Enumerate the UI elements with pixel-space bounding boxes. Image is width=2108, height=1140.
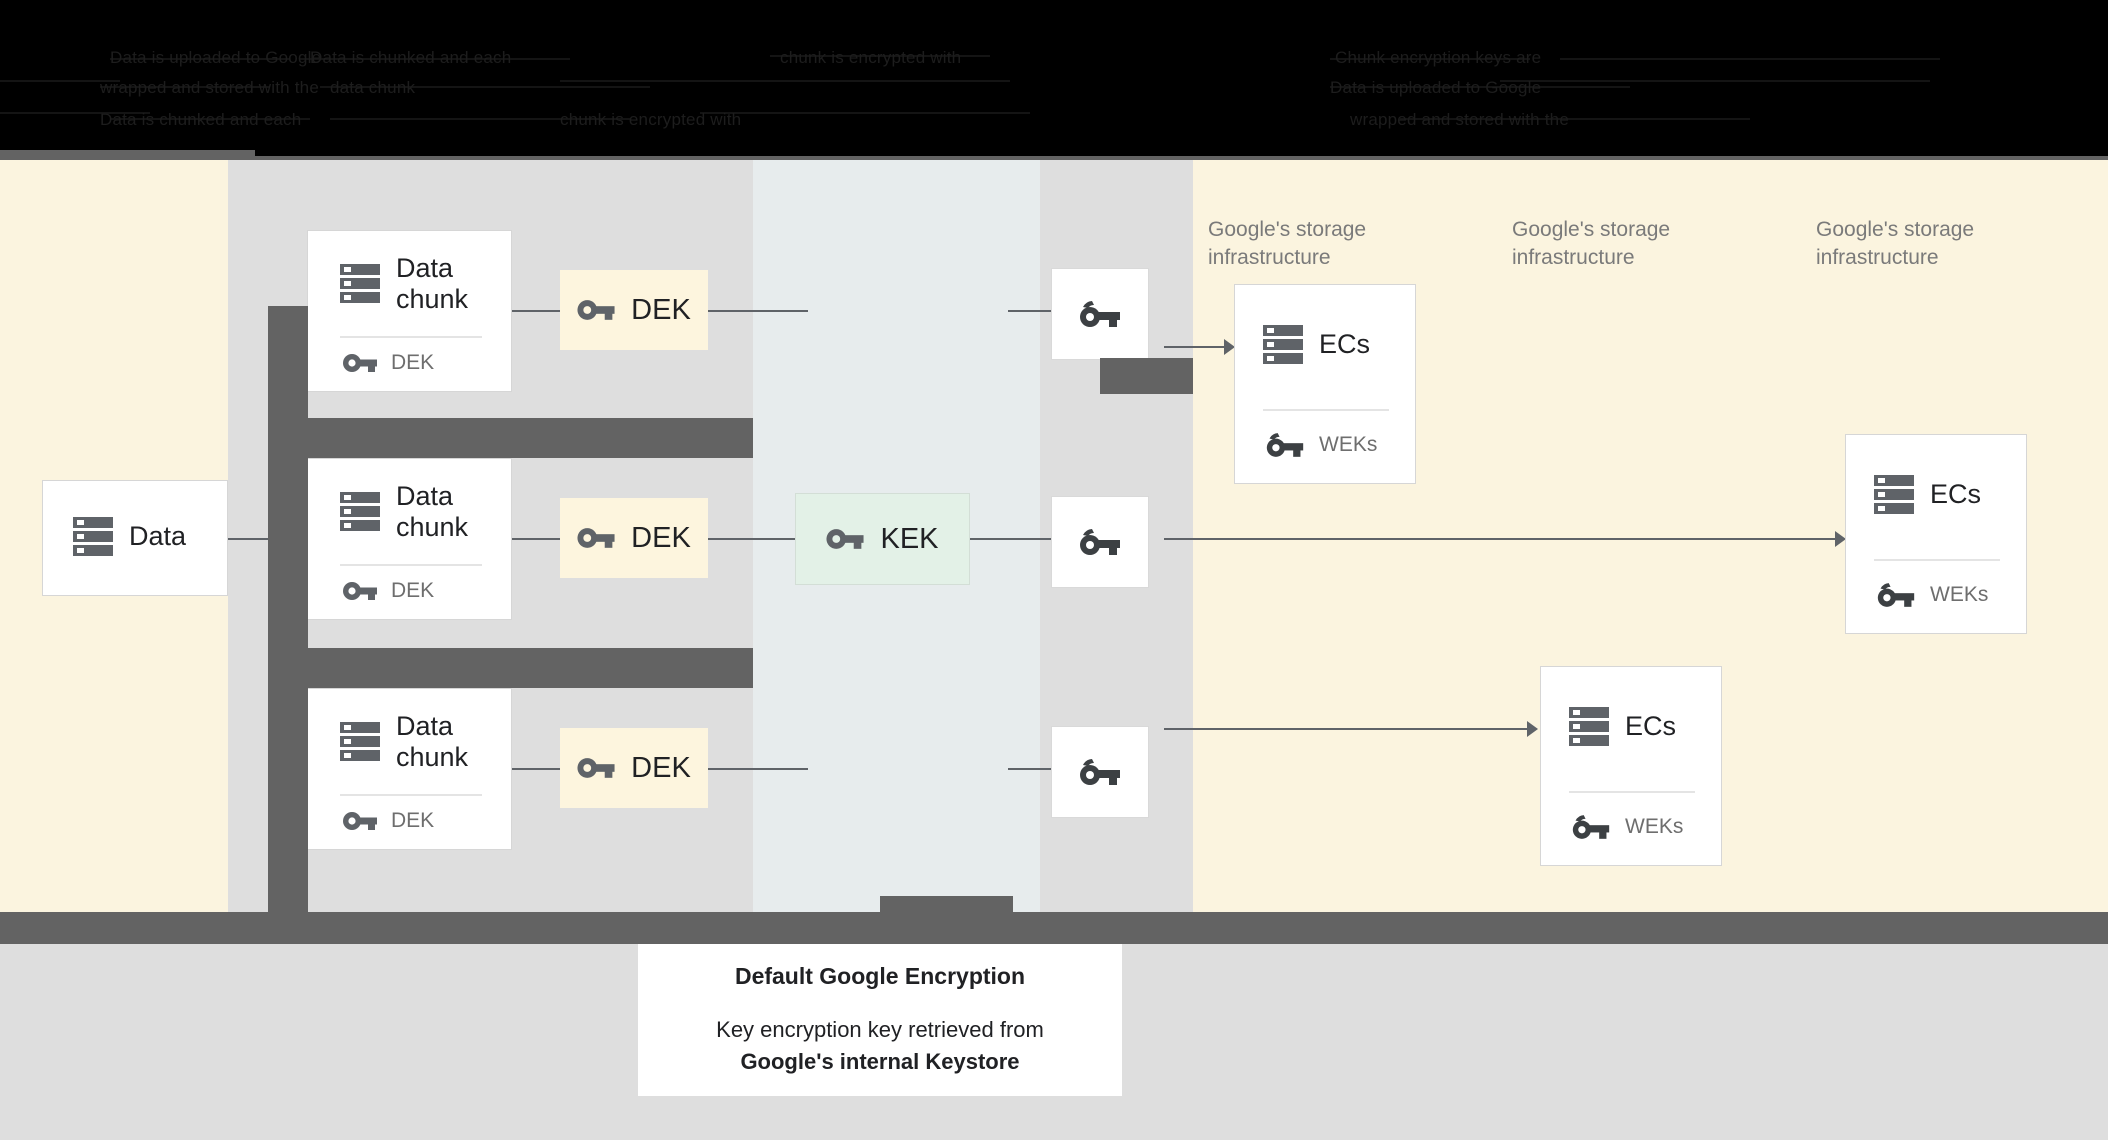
card-ecs-3-label: ECs [1625, 711, 1677, 742]
keybox-dek-2: DEK [560, 498, 708, 578]
keybox-kek: KEK [795, 493, 970, 585]
caption-body: Key encryption key retrieved from Google… [716, 1014, 1044, 1078]
header-text-3: Chunk encryption keys are [1335, 48, 1542, 67]
connector-dek3-out [708, 768, 808, 770]
header-text-6: Data is uploaded to Google [1330, 78, 1542, 97]
connector-to-wek1 [1008, 310, 1052, 312]
wrapped-key-square-3 [1051, 726, 1149, 818]
double-key-icon [1265, 431, 1305, 459]
header-text-9: wrapped and stored with the [1350, 110, 1569, 129]
header-text-0: Data is uploaded to Google [110, 48, 322, 67]
card-chunk-1-key-label: DEK [391, 351, 435, 374]
connector-dek1-out [708, 310, 808, 312]
card-ecs-1: ECs WEKs [1234, 284, 1416, 484]
card-ecs-2-label: ECs [1930, 479, 1982, 510]
header-text-5: data chunk [330, 78, 416, 97]
storage-caption-1: Google's storage infrastructure [1208, 218, 1367, 270]
caption-title: Default Google Encryption [734, 962, 1026, 989]
key-icon [343, 352, 377, 374]
card-chunk-2-label: Data chunk [396, 481, 469, 543]
keybox-dek-3-label: DEK [631, 751, 691, 784]
connector-chunk3-dek [500, 768, 600, 770]
card-ecs-3-key-label: WEKs [1625, 815, 1684, 838]
key-icon [577, 756, 615, 780]
overlay-wipe-bar-2 [268, 648, 753, 688]
header-text-4: wrapped and stored with the [100, 78, 319, 97]
caption-box: Default Google Encryption Key encryption… [638, 944, 1122, 1096]
double-key-icon [1078, 527, 1122, 557]
card-data-source-label: Data [129, 521, 187, 552]
double-key-icon [1571, 813, 1611, 841]
card-ecs-2-key-label: WEKs [1930, 583, 1989, 606]
key-icon [826, 527, 865, 551]
caption-line-2: Google's internal Keystore [740, 1048, 1020, 1074]
card-data-chunk-3: Data chunk DEK [307, 688, 512, 850]
keybox-dek-1-label: DEK [631, 293, 691, 326]
server-icon [340, 262, 380, 306]
server-icon [73, 515, 113, 559]
key-icon [577, 526, 615, 550]
storage-caption-3: Google's storage infrastructure [1816, 218, 1975, 270]
key-icon [577, 298, 615, 322]
wrapped-key-square-2 [1051, 496, 1149, 588]
arrow-head-ec1 [1224, 339, 1235, 355]
card-chunk-3-label: Data chunk [396, 711, 469, 773]
card-ecs-1-key-label: WEKs [1319, 433, 1378, 456]
obscured-header-strip: Data is uploaded to Google Data is chunk… [0, 0, 2108, 160]
wrapped-key-square-1 [1051, 268, 1149, 360]
bottom-dark-band [0, 912, 2108, 944]
connector-wek1-to-ec1 [1164, 346, 1224, 348]
double-key-icon [1078, 757, 1122, 787]
card-ecs-3: ECs WEKs [1540, 666, 1722, 866]
double-key-icon [1078, 299, 1122, 329]
keybox-dek-1: DEK [560, 270, 708, 350]
card-data-source: Data [42, 480, 228, 596]
header-text-2: chunk is encrypted with [780, 48, 962, 67]
connector-to-wek3 [1008, 768, 1052, 770]
server-icon [1263, 323, 1303, 367]
server-icon [1569, 705, 1609, 749]
server-icon [1874, 473, 1914, 517]
overlay-wipe-bar-1 [268, 418, 753, 458]
caption-line-1: Key encryption key retrieved from [716, 1016, 1044, 1042]
header-text-8: chunk is encrypted with [560, 110, 742, 129]
double-key-icon [1876, 581, 1916, 609]
connector-wek3-to-ec3 [1164, 728, 1536, 730]
connector-dek2-out [708, 538, 808, 540]
card-ecs-2: ECs WEKs [1845, 434, 2027, 634]
arrow-head-ec3 [1527, 721, 1538, 737]
card-data-chunk-2: Data chunk DEK [307, 458, 512, 620]
keybox-dek-2-label: DEK [631, 521, 691, 554]
overlay-wipe-vertical [268, 306, 308, 928]
card-data-chunk-1: Data chunk DEK [307, 230, 512, 392]
key-icon [343, 580, 377, 602]
card-ecs-1-label: ECs [1319, 329, 1371, 360]
storage-caption-2: Google's storage infrastructure [1512, 218, 1671, 270]
card-chunk-1-label: Data chunk [396, 253, 469, 315]
card-chunk-2-key-label: DEK [391, 579, 435, 602]
header-text-7: Data is chunked and each [100, 110, 302, 129]
server-icon [340, 720, 380, 764]
connector-kek-to-wek2 [968, 538, 1052, 540]
arrow-head-ec2 [1835, 531, 1846, 547]
connector-chunk1-dek [500, 310, 600, 312]
overlay-wipe-bar-3 [1100, 358, 1193, 394]
connector-chunk2-dek [500, 538, 600, 540]
key-icon [343, 810, 377, 832]
header-text-1: Data is chunked and each [310, 48, 512, 67]
diagram-canvas: Data Data chunk [0, 160, 2108, 928]
card-chunk-3-key-label: DEK [391, 809, 435, 832]
keybox-dek-3: DEK [560, 728, 708, 808]
server-icon [340, 490, 380, 534]
connector-wek2-to-ec2 [1164, 538, 1844, 540]
overlay-wipe-bar-4 [880, 896, 1013, 912]
keybox-kek-label: KEK [880, 522, 939, 555]
